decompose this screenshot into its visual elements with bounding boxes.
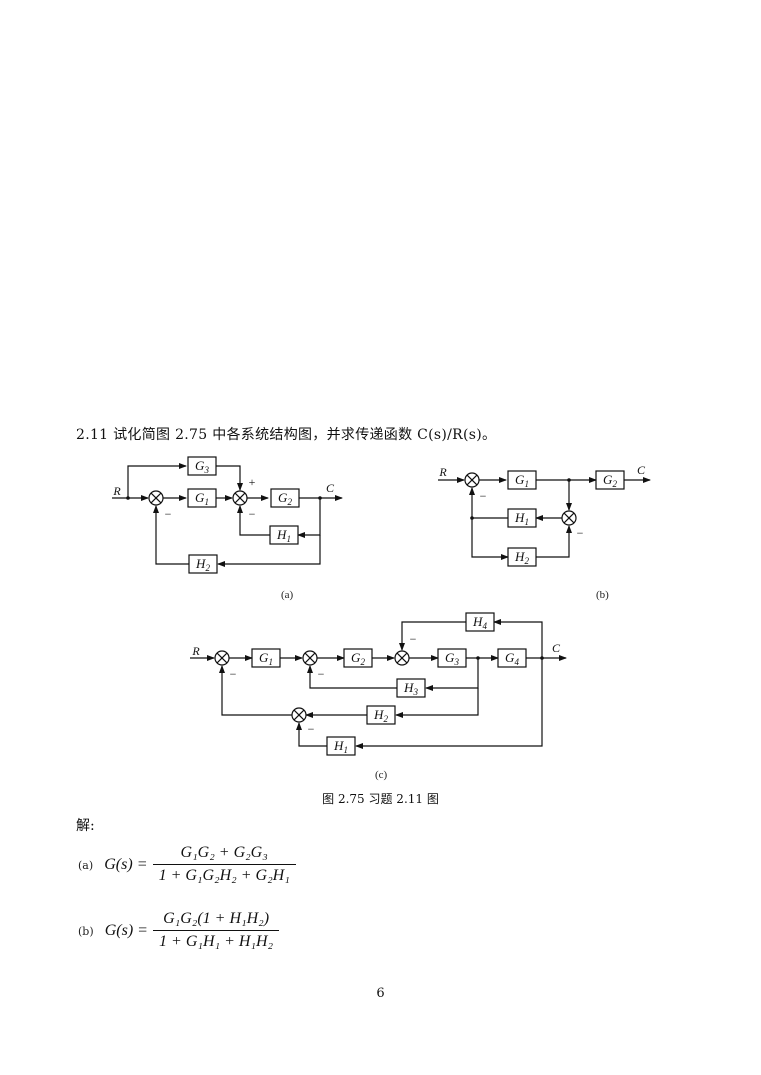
junction-cross [304, 652, 316, 664]
equation-a: (a) G(s) = G₁G₂ + G₂G₃ 1 + G₁G₂H₂ + G₂H₁ [78, 844, 296, 885]
equation-b-numerator: G₁G₂(1 + H₁H₂) [153, 910, 280, 931]
signal-line [219, 665, 292, 716]
equation-b-fraction: G₁G₂(1 + H₁H₂) 1 + G₁H₁ + H₁H₂ [153, 910, 280, 951]
sign-label: − [577, 526, 584, 540]
junction-cross [234, 492, 246, 504]
signal-line [469, 487, 508, 519]
sign-label: − [165, 507, 172, 521]
sign-label: + [249, 475, 256, 489]
signal-line [297, 498, 321, 538]
signal-line [399, 621, 466, 651]
signal-line [536, 525, 572, 558]
junction-cross [150, 492, 162, 504]
input-label-r: R [191, 644, 200, 658]
junction-cross [396, 652, 408, 664]
signal-line [355, 658, 543, 749]
input-label-r: R [112, 484, 121, 498]
equation-a-tag: (a) [78, 859, 94, 872]
junction-cross [563, 512, 575, 524]
sign-label: − [230, 667, 237, 681]
solution-label: 解: [76, 818, 95, 834]
input-label-r: R [438, 465, 447, 479]
signal-line [296, 722, 327, 747]
sign-label: − [410, 632, 417, 646]
problem-statement: 2.11 试化简图 2.75 中各系统结构图，并求传递函数 C(s)/R(s)。 [76, 427, 497, 443]
equation-a-numerator: G₁G₂ + G₂G₃ [152, 844, 296, 865]
equation-b-denominator: 1 + G₁H₁ + H₁H₂ [159, 933, 274, 950]
caption-a: (a) [281, 589, 294, 601]
junction-cross [466, 474, 478, 486]
caption-c: (c) [375, 769, 388, 781]
sign-label: − [318, 667, 325, 681]
sign-label: − [308, 722, 315, 736]
signal-line [237, 505, 270, 536]
equation-a-fraction: G₁G₂ + G₂G₃ 1 + G₁G₂H₂ + G₂H₁ [152, 844, 296, 885]
signal-line [217, 535, 321, 567]
caption-b: (b) [596, 589, 609, 601]
signal-line [493, 619, 543, 658]
figure-caption: 图 2.75 习题 2.11 图 [322, 792, 439, 806]
signal-line [153, 505, 189, 565]
equation-b-tag: (b) [78, 925, 94, 938]
signal-line [395, 688, 479, 718]
signal-line [216, 465, 243, 491]
junction-cross [216, 652, 228, 664]
output-label-c: C [552, 641, 561, 655]
signal-line [127, 463, 187, 498]
output-label-c: C [637, 463, 646, 477]
equation-a-lhs: G(s) = [104, 856, 148, 873]
equation-b-lhs: G(s) = [104, 922, 148, 939]
output-label-c: C [326, 481, 335, 495]
page-number: 6 [376, 986, 385, 1001]
equation-a-denominator: 1 + G₁G₂H₂ + G₂H₁ [158, 867, 290, 884]
sign-label: − [480, 489, 487, 503]
signal-line [307, 665, 397, 689]
junction-cross [293, 709, 305, 721]
signal-line [471, 518, 509, 560]
equation-b: (b) G(s) = G₁G₂(1 + H₁H₂) 1 + G₁H₁ + H₁H… [78, 910, 280, 951]
sign-label: − [249, 507, 256, 521]
